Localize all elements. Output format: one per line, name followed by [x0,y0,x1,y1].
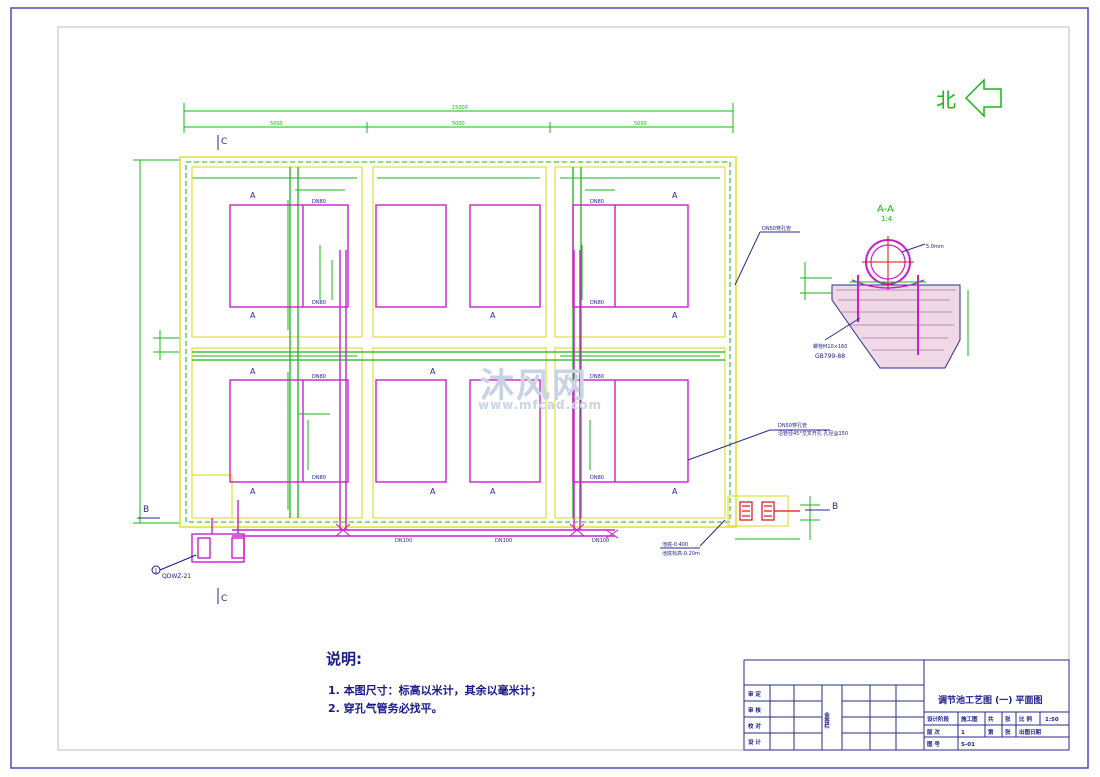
svg-text:A: A [250,487,256,496]
watermark-text: 沐风网 [480,366,588,406]
elevation-2: 池底标高-0.20m [662,550,700,557]
svg-text:共: 共 [988,715,994,723]
svg-text:A: A [490,487,496,496]
svg-text:比 例: 比 例 [1019,715,1032,723]
note-item-2: 2. 穿孔气管务必找平。 [328,702,443,715]
dimension-lines [133,103,969,540]
north-arrow-icon [964,78,1002,118]
svg-text:A: A [430,487,436,496]
svg-text:审 核: 审 核 [748,706,761,714]
svg-text:DN100: DN100 [592,538,609,544]
svg-text:A: A [490,311,496,320]
section-a-marks: A A A A A A A A A A A [250,191,678,496]
svg-text:DN80: DN80 [312,199,326,205]
svg-text:DN80: DN80 [312,374,326,380]
dim-seg-2: 5000 [452,121,465,127]
pump-ref: 1 [154,568,158,575]
section-c-top: C [221,137,227,147]
pump-code: QDWZ-21 [162,573,191,580]
svg-text:S-01: S-01 [961,742,975,748]
section-detail-standard: GB799-88 [815,353,845,360]
section-cut-lines [137,135,830,604]
section-detail-title: A-A [877,204,894,215]
elevation-1: 池底-0.400 [662,541,688,548]
svg-text:DN100: DN100 [395,538,412,544]
tank-outline-inner [185,161,731,523]
svg-text:版 次: 版 次 [926,728,940,736]
svg-text:1: 1 [961,730,965,736]
outer-border [10,7,1089,769]
svg-text:设 计: 设 计 [748,738,761,746]
svg-text:DN80: DN80 [590,300,604,306]
svg-text:DN80: DN80 [590,475,604,481]
svg-text:张: 张 [1005,715,1011,723]
title-block [743,659,1070,751]
section-b-left: B [143,505,149,515]
dimension-text: 15000 5000 5000 5000 [270,105,647,127]
inner-border [57,26,1070,751]
note-item-1: 1. 本图尺寸：标高以米计，其余以毫米计； [328,684,542,697]
annotation-line1: DN50穿孔管 [778,422,807,429]
svg-text:A: A [250,367,256,376]
svg-text:DN80: DN80 [590,199,604,205]
pipe-labels: DN80 DN80 DN80 DN80 DN80 DN80 DN80 DN80 … [312,199,609,544]
aeration-grids [191,204,689,563]
section-b-right: B [832,502,838,512]
section-detail [800,236,961,369]
svg-text:张: 张 [1005,728,1011,736]
north-label: 北 [936,88,956,112]
section-c-bottom: C [221,594,227,604]
dim-overall: 15000 [452,105,468,111]
dim-seg-3: 5000 [634,121,647,127]
svg-text:A: A [250,311,256,320]
svg-text:审 定: 审 定 [748,690,761,698]
svg-text:第: 第 [988,728,994,736]
tank-cells [191,166,789,527]
svg-text:DN80: DN80 [312,300,326,306]
section-detail-bolt-note: 螺栓M10×160 [813,343,847,350]
svg-text:校 对: 校 对 [748,722,761,730]
drawing-title: 调节池工艺图 (一) 平面图 [938,694,1043,706]
annotation-top: DN50穿孔管 [762,225,791,232]
svg-text:1:50: 1:50 [1045,717,1059,723]
svg-text:施工图: 施工图 [961,715,978,723]
watermark-url: www.mfcad.com [478,398,602,412]
dim-seg-1: 5000 [270,121,283,127]
notes-title: 说明: [326,650,362,668]
svg-text:会签栏: 会签栏 [823,711,831,730]
annotation-leaders [660,231,830,549]
svg-text:A: A [430,367,436,376]
svg-text:A: A [250,191,256,200]
svg-text:A: A [672,191,678,200]
green-pipes [192,167,725,518]
svg-text:设计阶段: 设计阶段 [927,715,950,723]
title-block-text: 调节池工艺图 (一) 平面图 审 定 审 核 校 对 设 计 会签栏 设计阶段 … [748,690,1059,748]
valves [335,523,619,539]
svg-text:DN80: DN80 [312,475,326,481]
tank-outline-outer [179,156,737,528]
svg-text:A: A [672,487,678,496]
annotation-line2: 沿管径45°交叉开孔 孔径@150 [778,430,848,437]
svg-text:图 号: 图 号 [927,740,940,748]
svg-text:A: A [672,311,678,320]
svg-text:DN100: DN100 [495,538,512,544]
section-detail-scale: 1:4 [881,215,893,223]
svg-text:出图日期: 出图日期 [1019,728,1042,736]
inlet-pipes [739,501,800,521]
svg-text:DN80: DN80 [590,374,604,380]
section-detail-pipe-note: 5.0mm [926,244,944,250]
